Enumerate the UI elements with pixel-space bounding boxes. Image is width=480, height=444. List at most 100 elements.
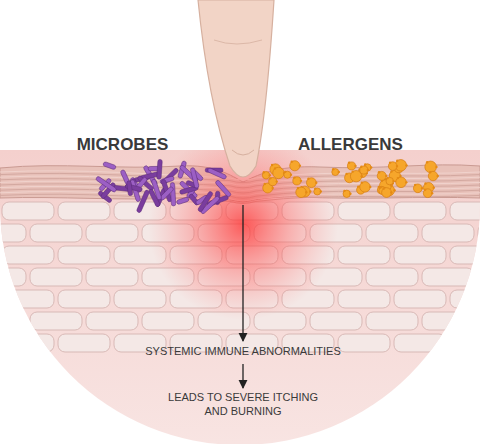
allergen-spike <box>369 186 371 188</box>
allergen-spike <box>429 171 431 173</box>
allergen-core <box>306 178 316 188</box>
allergen-spike <box>433 186 435 188</box>
allergen-spike <box>382 187 384 189</box>
skin-cell <box>0 312 26 330</box>
allergen-spike <box>332 168 334 170</box>
allergen-spike <box>343 190 345 192</box>
allergen-particle <box>269 177 278 186</box>
allergen-spike <box>276 180 278 182</box>
allergen-spike <box>421 187 423 189</box>
skin-cell <box>478 268 480 286</box>
microbe-rod <box>136 189 150 213</box>
allergen-spike <box>396 165 398 167</box>
allergen-particle <box>388 161 398 170</box>
microbe-rod <box>207 168 227 180</box>
microbe-rod <box>176 197 189 205</box>
allergen-spike <box>320 190 322 192</box>
microbe-rod <box>215 180 232 198</box>
allergen-spike <box>385 175 387 177</box>
allergen-particle <box>360 181 372 192</box>
allergen-spike <box>397 177 399 179</box>
allergen-spike <box>349 193 351 195</box>
scratching-finger <box>198 0 274 177</box>
allergen-core <box>347 162 355 170</box>
skin-cell <box>450 334 480 352</box>
microbe-rod <box>157 159 163 179</box>
allergen-spike <box>361 181 363 183</box>
allergen-particle <box>360 166 369 175</box>
allergens-cluster <box>262 160 439 198</box>
allergen-core <box>360 182 371 193</box>
allergen-spike <box>271 164 273 166</box>
allergen-spike <box>392 180 394 182</box>
microbe-rod <box>126 181 132 196</box>
allergen-spike <box>405 164 407 166</box>
allergen-particle <box>386 177 395 185</box>
microbe-rod <box>197 191 213 213</box>
allergen-spike <box>305 191 307 193</box>
allergen-particle <box>347 161 356 169</box>
allergen-core <box>269 178 277 186</box>
allergen-spike <box>354 165 356 167</box>
allergen-particle <box>296 187 308 198</box>
allergen-particle <box>425 161 438 173</box>
allergen-spike <box>290 174 292 176</box>
allergen-particle <box>377 171 387 180</box>
allergen-core <box>273 167 284 178</box>
allergen-spike <box>299 165 301 167</box>
allergen-core <box>293 177 301 185</box>
allergen-spike <box>314 187 316 189</box>
allergen-core <box>395 160 407 172</box>
allergen-spike <box>309 190 311 192</box>
allergen-spike <box>315 181 317 183</box>
skin-section <box>0 150 480 444</box>
allergen-spike <box>426 161 428 163</box>
skin-cell <box>478 312 480 330</box>
allergen-particle <box>314 187 322 195</box>
allergen-spike <box>293 176 295 178</box>
allergen-core <box>413 184 422 193</box>
fingernail <box>232 150 254 155</box>
allergen-spike <box>300 180 302 182</box>
allergen-spike <box>338 171 340 173</box>
allergen-spike <box>274 167 276 169</box>
microbe-rod <box>159 186 174 201</box>
allergen-particle <box>293 176 302 185</box>
allergen-spike <box>264 183 266 185</box>
allergen-spike <box>291 160 293 162</box>
microbe-rod <box>95 176 117 193</box>
microbe-rod <box>103 161 117 169</box>
allergen-core <box>360 166 368 174</box>
allergen-spike <box>269 174 271 176</box>
allergen-spike <box>389 161 391 163</box>
allergen-particle <box>395 160 408 172</box>
allergen-spike <box>414 184 416 186</box>
allergen-spike <box>390 191 392 193</box>
allergen-particle <box>396 177 408 188</box>
group-label: ALLERGENS <box>283 134 418 155</box>
allergen-particle <box>382 187 393 197</box>
allergen-spike <box>271 187 273 189</box>
allergen-particle <box>413 184 423 193</box>
allergen-spike <box>307 178 309 180</box>
allergen-spike <box>386 177 388 179</box>
allergen-spike <box>435 166 437 168</box>
allergen-spike <box>284 171 286 173</box>
arrow-line <box>242 205 243 341</box>
allergen-particle <box>273 167 286 178</box>
allergen-core <box>396 177 407 188</box>
allergen-particle <box>262 171 271 179</box>
allergen-spike <box>424 182 426 184</box>
allergen-core <box>423 189 432 198</box>
allergen-spike <box>360 166 362 168</box>
group-label: MICROBES <box>55 134 190 155</box>
allergen-spike <box>263 171 265 173</box>
allergen-spike <box>437 175 439 177</box>
allergen-spike <box>431 192 433 194</box>
allergen-particle <box>343 190 352 198</box>
allergen-spike <box>351 170 353 172</box>
allergen-particle <box>284 171 292 179</box>
microbe-rod <box>190 167 199 188</box>
